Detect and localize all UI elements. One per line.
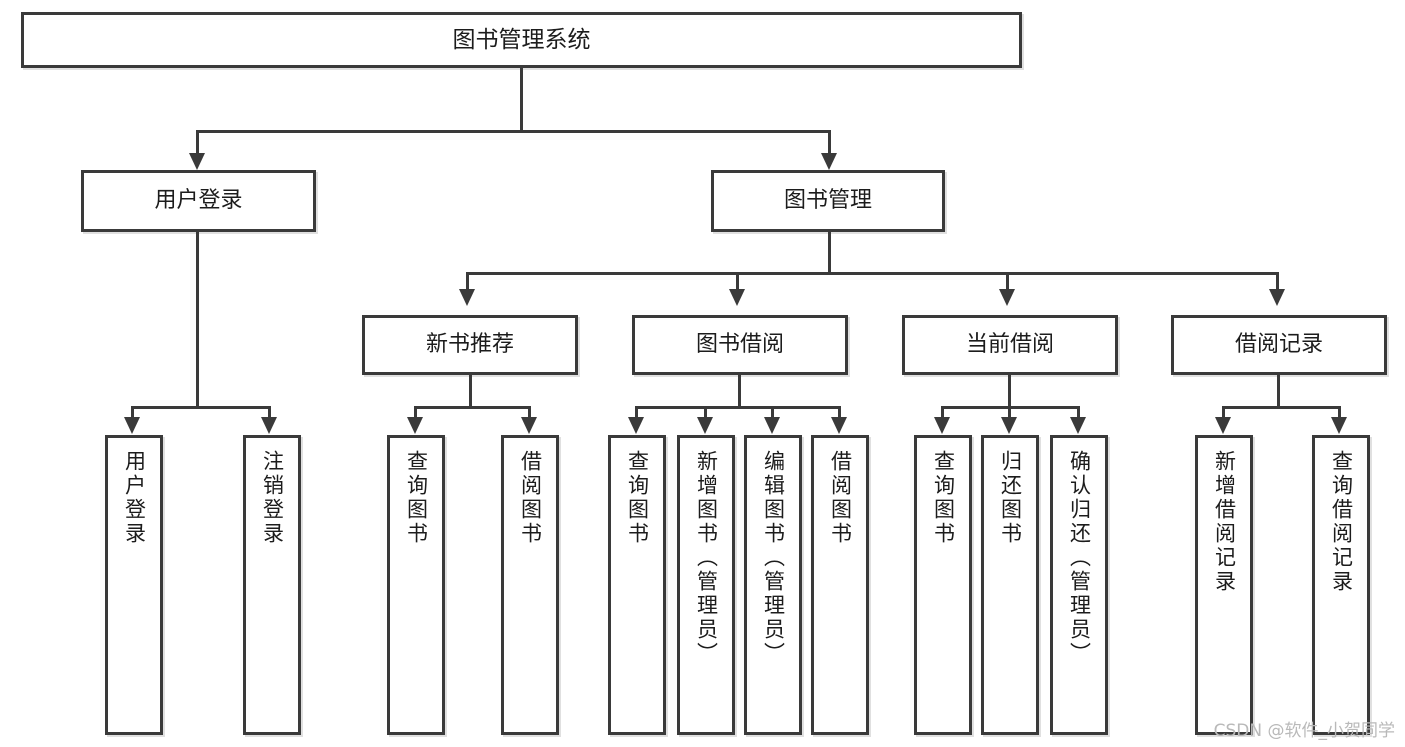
arrow-leaf-logout [261, 417, 277, 434]
node-new-book-recommend[interactable]: 新书推荐 [362, 315, 578, 375]
leaf-query-book-borrow[interactable]: 查询图书 [608, 435, 666, 735]
edge-book-manage-stem [828, 232, 831, 274]
node-label: 当前借阅 [965, 332, 1054, 358]
edge-new-book-stem [469, 375, 472, 408]
edge-root-stem [520, 68, 523, 130]
edge-book-borrow-drop-3 [771, 406, 774, 424]
leaf-return-book[interactable]: 归还图书 [981, 435, 1039, 735]
edge-book-borrow-drop-2 [704, 406, 707, 424]
leaf-user-login[interactable]: 用户登录 [105, 435, 163, 735]
edge-to-borrow-record [1276, 272, 1279, 292]
edge-new-book-bus [414, 406, 531, 409]
node-label: 图书管理系统 [452, 26, 591, 53]
arrow-leaf-query-record [1331, 417, 1347, 434]
arrow-leaf-add-record [1215, 417, 1231, 434]
node-label: 确认归还（管理员） [1067, 450, 1092, 666]
leaf-borrow-book-recommend[interactable]: 借阅图书 [501, 435, 559, 735]
leaf-confirm-return-admin[interactable]: 确认归还（管理员） [1050, 435, 1108, 735]
arrow-to-new-book [459, 289, 475, 306]
node-book-management[interactable]: 图书管理 [711, 170, 945, 232]
arrow-leaf-return-book [1001, 417, 1017, 434]
edge-current-borrow-drop-1 [941, 406, 944, 424]
edge-new-book-drop-2 [528, 406, 531, 424]
arrow-to-current-borrow [999, 289, 1015, 306]
edge-book-borrow-bus [635, 406, 841, 409]
node-label: 注销登录 [260, 450, 285, 546]
leaf-logout[interactable]: 注销登录 [243, 435, 301, 735]
edge-current-borrow-drop-2 [1008, 406, 1011, 424]
arrow-leaf-borrow-book-2 [831, 417, 847, 434]
node-label: 借阅图书 [518, 450, 543, 546]
arrow-leaf-query-book-1 [407, 417, 423, 434]
node-label: 编辑图书（管理员） [761, 450, 786, 666]
arrow-to-book-manage [821, 153, 837, 170]
edge-borrow-record-stem [1277, 375, 1280, 408]
leaf-borrow-book[interactable]: 借阅图书 [811, 435, 869, 735]
node-label: 用户登录 [122, 450, 147, 546]
edge-level3-bus [466, 272, 1278, 275]
edge-borrow-record-bus [1222, 406, 1340, 409]
edge-book-borrow-drop-4 [838, 406, 841, 424]
node-label: 借阅记录 [1234, 332, 1323, 358]
node-label: 新书推荐 [425, 332, 514, 358]
edge-book-borrow-stem [738, 375, 741, 408]
arrow-leaf-add-book [697, 417, 713, 434]
edge-to-current-borrow [1006, 272, 1009, 292]
edge-borrow-record-drop-1 [1222, 406, 1225, 424]
arrow-to-book-borrow [729, 289, 745, 306]
node-borrow-record[interactable]: 借阅记录 [1171, 315, 1387, 375]
edge-user-login-drop-2 [268, 406, 271, 424]
node-label: 归还图书 [998, 450, 1023, 546]
edge-user-login-bus [131, 406, 271, 409]
edge-root-bus [196, 130, 831, 133]
node-label: 图书管理 [783, 188, 872, 214]
node-label: 图书借阅 [695, 332, 784, 358]
leaf-query-book-recommend[interactable]: 查询图书 [387, 435, 445, 735]
node-current-borrow[interactable]: 当前借阅 [902, 315, 1118, 375]
leaf-edit-book-admin[interactable]: 编辑图书（管理员） [744, 435, 802, 735]
edge-book-borrow-drop-1 [635, 406, 638, 424]
arrow-leaf-confirm-return [1070, 417, 1086, 434]
node-label: 借阅图书 [828, 450, 853, 546]
edge-user-login-drop-1 [131, 406, 134, 424]
edge-to-book-manage [828, 130, 831, 156]
node-label: 查询图书 [931, 450, 956, 546]
arrow-to-borrow-record [1269, 289, 1285, 306]
arrow-leaf-query-book-3 [934, 417, 950, 434]
edge-user-login-stem [196, 232, 199, 409]
edge-to-book-borrow [736, 272, 739, 292]
edge-borrow-record-drop-2 [1338, 406, 1341, 424]
node-book-borrow[interactable]: 图书借阅 [632, 315, 848, 375]
arrow-leaf-query-book-2 [628, 417, 644, 434]
arrow-to-user-login [189, 153, 205, 170]
arrow-leaf-user-login [124, 417, 140, 434]
edge-current-borrow-stem [1008, 375, 1011, 408]
edge-to-new-book [466, 272, 469, 292]
edge-current-borrow-drop-3 [1077, 406, 1080, 424]
edge-to-user-login [196, 130, 199, 156]
leaf-add-borrow-record[interactable]: 新增借阅记录 [1195, 435, 1253, 735]
node-label: 查询图书 [404, 450, 429, 546]
node-label: 查询图书 [625, 450, 650, 546]
node-root-system[interactable]: 图书管理系统 [21, 12, 1022, 68]
leaf-query-book-current[interactable]: 查询图书 [914, 435, 972, 735]
leaf-query-borrow-record[interactable]: 查询借阅记录 [1312, 435, 1370, 735]
leaf-add-book-admin[interactable]: 新增图书（管理员） [677, 435, 735, 735]
node-label: 用户登录 [154, 188, 243, 214]
arrow-leaf-edit-book [764, 417, 780, 434]
edge-new-book-drop-1 [414, 406, 417, 424]
node-label: 新增图书（管理员） [694, 450, 719, 666]
node-label: 新增借阅记录 [1212, 450, 1237, 594]
node-label: 查询借阅记录 [1329, 450, 1354, 594]
node-user-login[interactable]: 用户登录 [81, 170, 316, 232]
arrow-leaf-borrow-book-1 [521, 417, 537, 434]
